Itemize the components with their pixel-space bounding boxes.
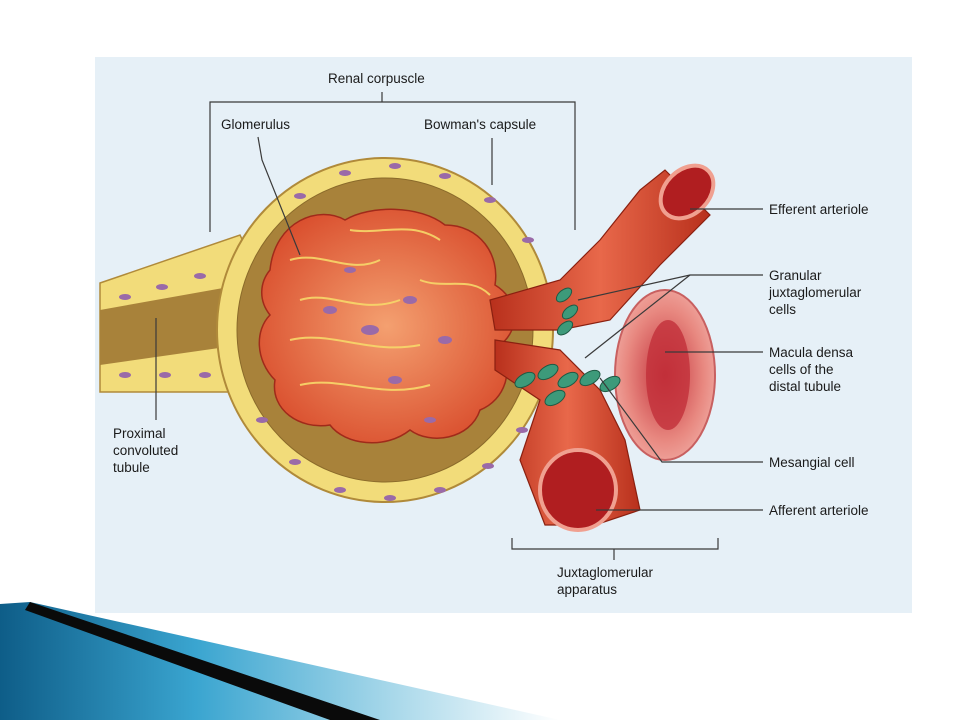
macula-densa xyxy=(614,289,716,461)
glomerulus-label: Glomerulus xyxy=(221,117,290,132)
macula-densa-label-line3: distal tubule xyxy=(769,379,841,394)
macula-densa-label-line2: cells of the xyxy=(769,362,834,377)
granular-cells-label-line2: juxtaglomerular xyxy=(768,285,862,300)
glomerulus-tuft xyxy=(258,208,516,444)
glomerulus-leader xyxy=(257,136,301,256)
renal-corpuscle-bracket: Renal corpuscle xyxy=(209,71,576,232)
efferent-arteriole-vessel xyxy=(489,163,716,331)
mesangial-cell-label: Mesangial cell xyxy=(769,455,855,470)
proximal-tubule-label-line2: convoluted xyxy=(113,443,178,458)
granular-cells-label-line3: cells xyxy=(769,302,796,317)
macula-densa-label-line1: Macula densa xyxy=(769,345,854,360)
slide-decoration-ribbon xyxy=(0,602,560,720)
granular-cells xyxy=(514,287,621,407)
jga-label-line1: Juxtaglomerular xyxy=(557,565,654,580)
granular-cells-leaders xyxy=(577,274,763,359)
granular-cells-label-line1: Granular xyxy=(769,268,822,283)
jga-bracket xyxy=(511,538,719,550)
mesangial-cell-leader xyxy=(599,377,763,463)
proximal-tubule-label-line3: tubule xyxy=(113,460,150,475)
afferent-arteriole-vessel xyxy=(494,339,641,532)
efferent-arteriole-label: Efferent arteriole xyxy=(769,202,869,217)
afferent-arteriole-label: Afferent arteriole xyxy=(769,503,869,518)
jga-label-line2: apparatus xyxy=(557,582,617,597)
proximal-tubule-label-line1: Proximal xyxy=(113,426,166,441)
renal-corpuscle-label: Renal corpuscle xyxy=(328,71,425,86)
bowmans-capsule-label: Bowman's capsule xyxy=(424,117,536,132)
